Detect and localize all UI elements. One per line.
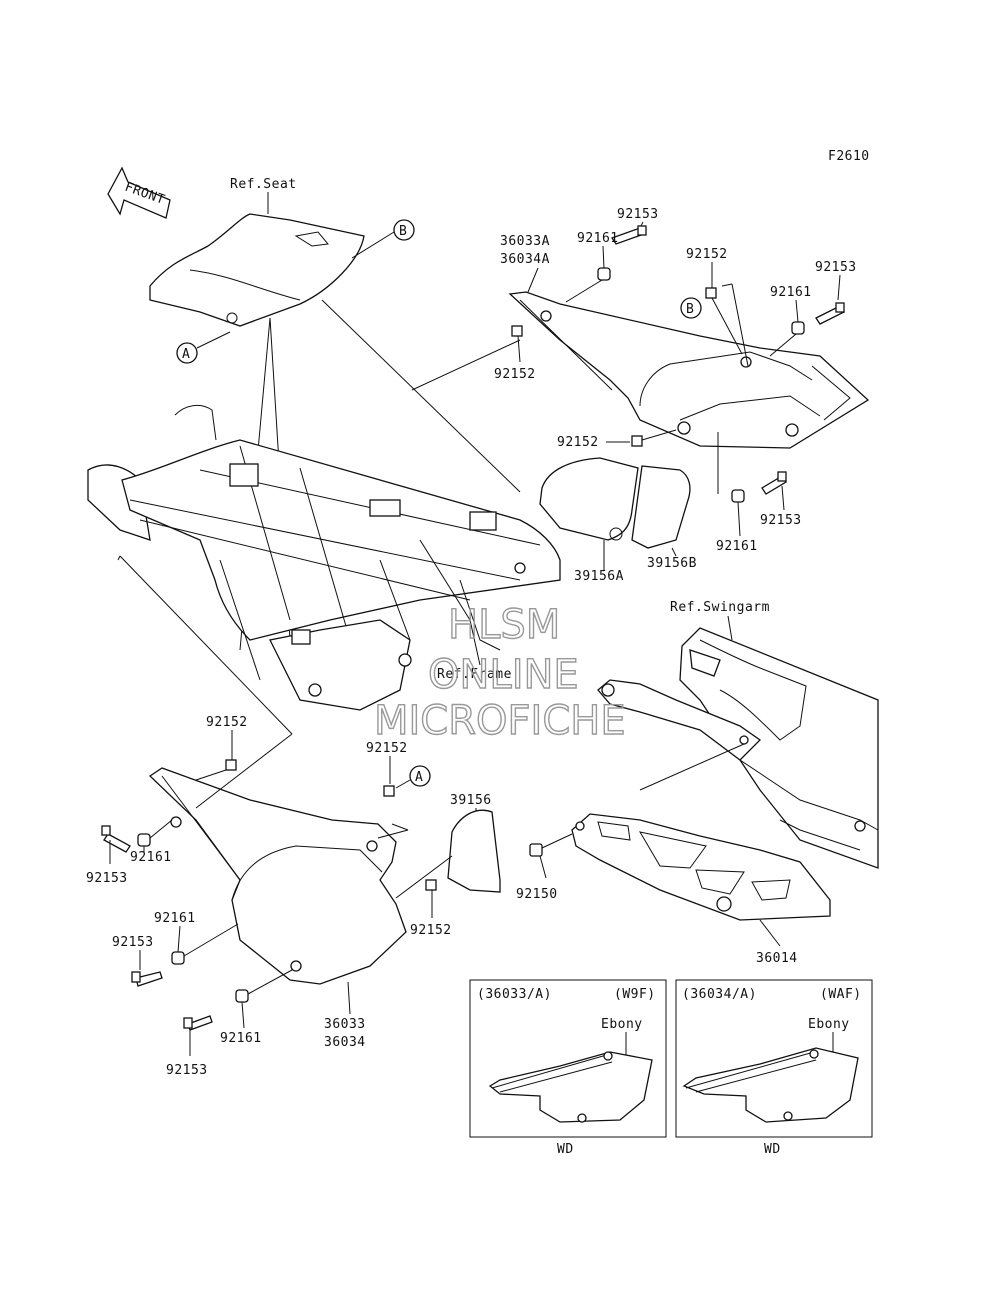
svg-text:92152: 92152 — [557, 435, 599, 450]
svg-text:92161: 92161 — [770, 285, 812, 300]
svg-text:92161: 92161 — [716, 539, 758, 554]
svg-text:92153: 92153 — [86, 871, 128, 886]
bolt-92153-c — [761, 471, 787, 495]
svg-text:92152: 92152 — [494, 367, 536, 382]
svg-text:MICROFICHE: MICROFICHE — [374, 698, 626, 744]
watermark: HLSM ONLINE MICROFICHE — [373, 601, 626, 744]
bolt-92153-a — [610, 225, 647, 245]
svg-text:92152: 92152 — [686, 247, 728, 262]
svg-text:92150: 92150 — [516, 887, 558, 902]
inset-color: Ebony — [808, 1017, 850, 1032]
svg-text:92152: 92152 — [410, 923, 452, 938]
svg-text:B: B — [399, 224, 407, 239]
inset-variant: WD — [764, 1142, 781, 1157]
svg-text:ONLINE: ONLINE — [428, 652, 579, 698]
figure-code: F2610 — [828, 149, 870, 164]
inset-variant: WD — [557, 1142, 574, 1157]
bolt-92153-b — [815, 302, 845, 325]
inset-36033: (36033/A) (W9F) Ebony WD — [469, 979, 667, 1157]
inset-color: Ebony — [601, 1017, 643, 1032]
inset-code: (W9F) — [614, 987, 656, 1002]
ref-seat-label: Ref.Seat — [230, 177, 297, 192]
ref-swingarm-label: Ref.Swingarm — [670, 600, 770, 615]
inset-part: (36033/A) — [477, 987, 552, 1002]
svg-text:92152: 92152 — [366, 741, 408, 756]
grommet-92152-d — [225, 759, 237, 771]
grommet-92152-e — [383, 785, 395, 797]
svg-text:36033A: 36033A — [500, 234, 550, 249]
svg-text:92161: 92161 — [577, 231, 619, 246]
grommet-92152-f — [425, 879, 437, 891]
chain-guard-part — [571, 813, 831, 921]
decal-39156a — [539, 457, 639, 541]
ref-frame-label: Ref.Frame — [437, 667, 512, 682]
svg-text:A: A — [415, 770, 423, 785]
inset-part: (36034/A) — [682, 987, 757, 1002]
svg-text:92153: 92153 — [815, 260, 857, 275]
bolt-92153-f — [183, 1015, 213, 1031]
bolt-92153-e — [131, 971, 163, 987]
collar-92161-a — [597, 267, 611, 281]
seat-part — [149, 213, 365, 327]
callout-b-cover: B — [680, 297, 702, 319]
svg-text:36034: 36034 — [324, 1035, 366, 1050]
callout-a-seat: A — [176, 331, 231, 364]
upper-side-cover-part — [508, 291, 870, 449]
collar-92161-d — [137, 833, 151, 847]
lower-side-cover-part — [148, 767, 407, 985]
grommet-92152-b — [705, 287, 717, 299]
frame-part — [87, 404, 561, 711]
svg-text:92153: 92153 — [112, 935, 154, 950]
bolt-92150 — [529, 843, 543, 857]
decal-39156 — [447, 809, 501, 893]
bolt-92153-d — [101, 825, 131, 853]
grommet-92152-a — [511, 325, 523, 337]
grommet-92152-c — [631, 435, 643, 447]
callout-b-seat: B — [351, 219, 415, 259]
svg-text:92153: 92153 — [166, 1063, 208, 1078]
callout-a-cover: A — [395, 765, 431, 789]
svg-text:A: A — [182, 347, 190, 362]
collar-92161-b — [791, 321, 805, 335]
svg-text:92161: 92161 — [154, 911, 196, 926]
svg-text:39156: 39156 — [450, 793, 492, 808]
svg-text:36014: 36014 — [756, 951, 798, 966]
collar-92161-e — [171, 951, 185, 965]
front-arrow-icon: FRONT — [107, 166, 171, 219]
inset-code: (WAF) — [820, 987, 862, 1002]
collar-92161-c — [731, 489, 745, 503]
swingarm-part — [597, 627, 879, 869]
svg-text:36034A: 36034A — [500, 252, 550, 267]
svg-text:92152: 92152 — [206, 715, 248, 730]
svg-text:B: B — [686, 302, 694, 317]
svg-text:92153: 92153 — [760, 513, 802, 528]
svg-text:92153: 92153 — [617, 207, 659, 222]
decal-39156b — [631, 465, 691, 549]
svg-text:HLSM: HLSM — [448, 602, 560, 648]
inset-36034: (36034/A) (WAF) Ebony WD — [675, 979, 873, 1157]
svg-text:36033: 36033 — [324, 1017, 366, 1032]
svg-text:39156B: 39156B — [647, 556, 697, 571]
svg-text:92161: 92161 — [220, 1031, 262, 1046]
collar-92161-f — [235, 989, 249, 1003]
svg-text:39156A: 39156A — [574, 569, 624, 584]
svg-text:92161: 92161 — [130, 850, 172, 865]
